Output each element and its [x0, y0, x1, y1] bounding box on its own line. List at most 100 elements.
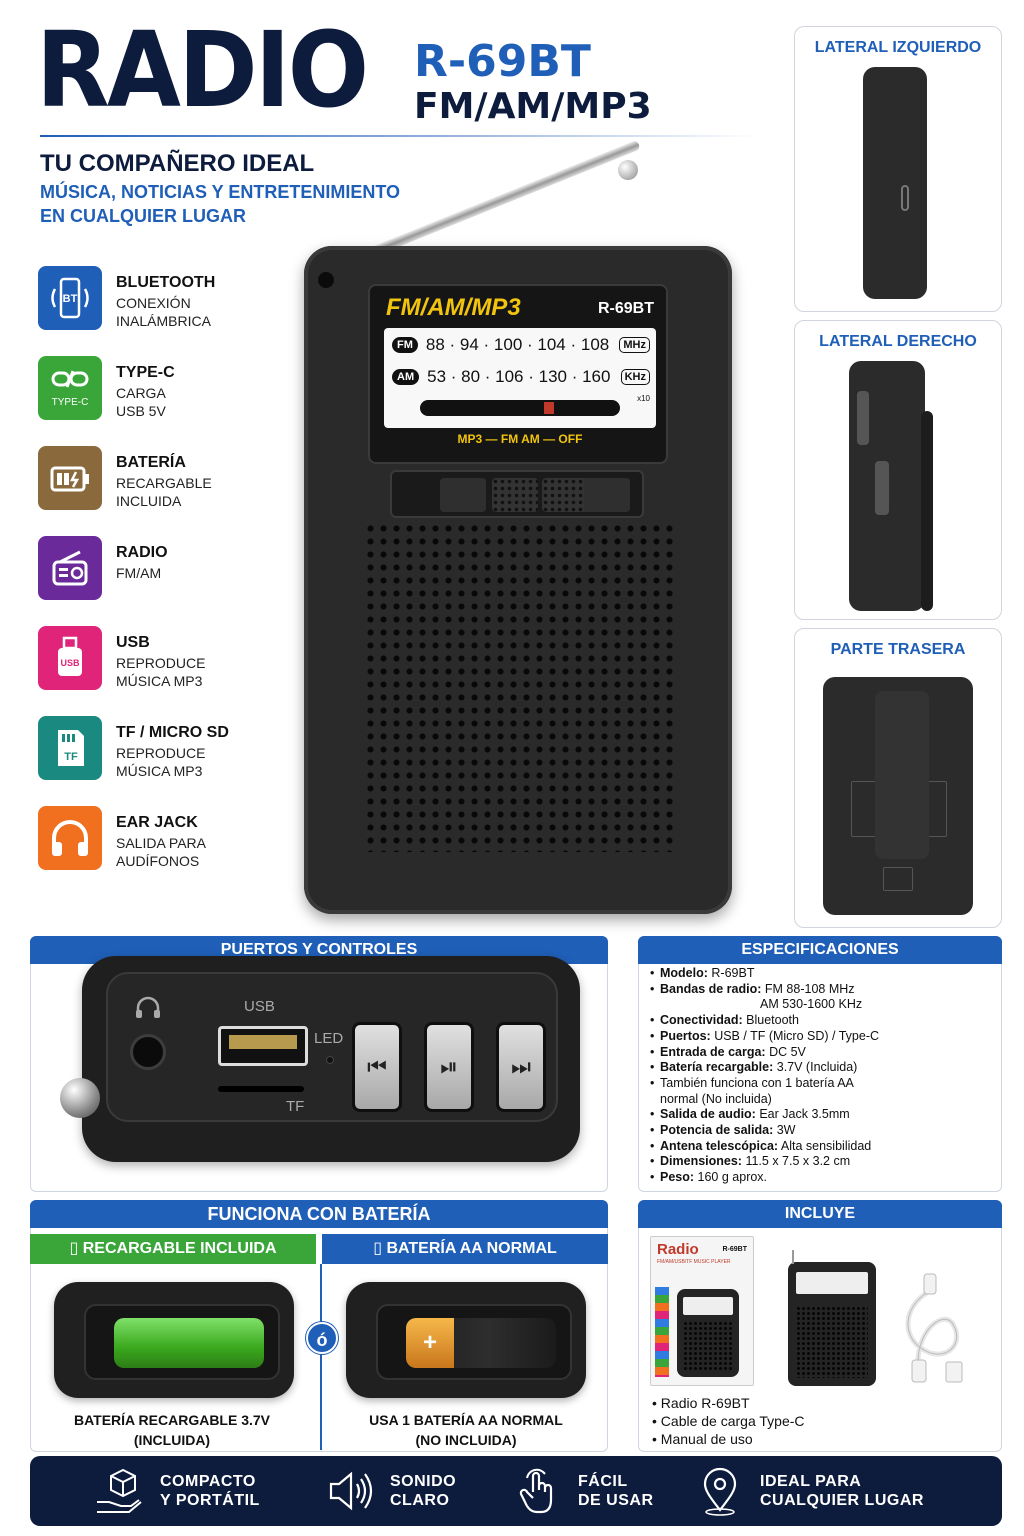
- play-pause-button[interactable]: ⏯: [424, 1022, 474, 1112]
- box-subtitle: FM/AM/USB/TF MUSIC PLAYER: [657, 1259, 731, 1265]
- subtagline: MÚSICA, NOTICIAS Y ENTRETENIMIENTO EN CU…: [40, 180, 420, 228]
- tuner-needle: [544, 402, 554, 414]
- previous-button[interactable]: ⏮: [352, 1022, 402, 1112]
- antenna-tip: [618, 160, 638, 180]
- type-c-cable-icon: [905, 1273, 963, 1383]
- touch-hand-icon: [512, 1465, 564, 1517]
- rechargeable-battery-device: [54, 1282, 294, 1398]
- am-multiplier: x10: [637, 394, 650, 403]
- switch-knob[interactable]: [492, 478, 538, 512]
- spec-row: Peso: 160 g aprox.: [650, 1170, 990, 1186]
- switch-cap-left: [440, 478, 486, 512]
- ports-inner: USB TF LED ⏮ ⏯ ⏭: [106, 972, 558, 1122]
- usb-icon: USB: [38, 626, 102, 690]
- feature-radio: RADIO FM/AM: [38, 536, 298, 602]
- rechargeable-tab: ▯ RECARGABLE INCLUIDA: [30, 1234, 316, 1264]
- spec-row: Bandas de radio: FM 88-108 MHz: [650, 982, 990, 998]
- battery-bay: +: [376, 1304, 572, 1380]
- retail-box: Radio R-69BT FM/AM/USB/TF MUSIC PLAYER: [650, 1236, 754, 1386]
- mini-speaker: [796, 1306, 868, 1378]
- spec-row: Dimensiones: 11.5 x 7.5 x 3.2 cm: [650, 1154, 990, 1170]
- fm-unit: MHz: [619, 337, 650, 353]
- tagline: TU COMPAÑERO IDEAL: [40, 150, 315, 177]
- aa-tab-label: BATERÍA AA NORMAL: [386, 1240, 557, 1257]
- display-model: R-69BT: [597, 300, 654, 317]
- view-left-side: LATERAL IZQUIERDO: [794, 26, 1002, 312]
- aa-battery-tab: ▯ BATERÍA AA NORMAL: [322, 1234, 608, 1264]
- sd-card-icon-text: TF: [64, 751, 78, 763]
- sd-card-icon: TF: [38, 716, 102, 780]
- play-pause-icon: ⏯: [440, 1054, 458, 1079]
- next-button[interactable]: ⏭: [496, 1022, 546, 1112]
- display-brand: FM/AM/MP3: [386, 294, 521, 321]
- feature-desc-line: FM/AM: [116, 565, 162, 581]
- feature-title: EAR JACK: [116, 814, 198, 831]
- feature-ear-jack: EAR JACK SALIDA PARA AUDÍFONOS: [38, 806, 298, 872]
- bluetooth-icon: BT: [38, 266, 102, 330]
- battery-door: [883, 867, 913, 891]
- subtagline-line-2: EN CUALQUIER LUGAR: [40, 206, 246, 226]
- spec-row-continued: normal (No incluida): [660, 1091, 772, 1106]
- tuner-display: FM/AM/MP3 R-69BT FM 88 · 94 · 100 · 104 …: [368, 284, 668, 464]
- feature-desc-line: AUDÍFONOS: [116, 853, 200, 869]
- tf-label: TF: [286, 1098, 305, 1115]
- switch-grip: [542, 478, 588, 512]
- usb-label: USB: [244, 998, 275, 1015]
- previous-icon: ⏮: [367, 1054, 387, 1079]
- box-title: Radio: [657, 1241, 699, 1258]
- ear-jack[interactable]: [130, 1034, 166, 1070]
- tf-slot[interactable]: [218, 1086, 304, 1092]
- feature-desc-line: INCLUIDA: [116, 493, 182, 509]
- left-side-body: [863, 67, 927, 299]
- feature-title: USB: [116, 634, 150, 651]
- headphones-icon: [136, 996, 160, 1018]
- feature-desc: FM/AM: [116, 564, 296, 582]
- specs-heading: ESPECIFICACIONES: [638, 936, 1002, 964]
- fm-scale: 88 · 94 · 100 · 104 · 108: [425, 335, 610, 354]
- mini-speaker: [683, 1321, 733, 1371]
- caption-line: (INCLUIDA): [133, 1432, 211, 1448]
- battery-heading: FUNCIONA CON BATERÍA: [30, 1200, 608, 1228]
- radio-front-view: FM/AM/MP3 R-69BT FM 88 · 94 · 100 · 104 …: [304, 246, 732, 914]
- title-divider: [40, 135, 760, 137]
- usb-tongue: [229, 1035, 297, 1049]
- feature-desc-line: SALIDA PARA: [116, 835, 207, 851]
- view-label: PARTE TRASERA: [830, 641, 966, 658]
- battery-icon: ▯: [373, 1240, 382, 1257]
- rechargeable-cell: [114, 1318, 264, 1368]
- box-model: R-69BT: [722, 1246, 747, 1253]
- spec-row: Puertos: USB / TF (Micro SD) / Type-C: [650, 1029, 990, 1045]
- battery-divider: [320, 1264, 322, 1450]
- spec-row-continued: AM 530-1600 KHz: [760, 997, 863, 1012]
- bluetooth-icon-text: BT: [63, 293, 78, 305]
- type-c-icon-text: TYPE-C: [52, 397, 89, 408]
- feature-desc-line: MÚSICA MP3: [116, 673, 203, 689]
- volume-wheel[interactable]: [875, 461, 889, 515]
- tuning-wheel[interactable]: [857, 391, 869, 445]
- frequency-scale: FM 88 · 94 · 100 · 104 · 108 MHz AM 53 ·…: [384, 328, 656, 428]
- caption-line: BATERÍA RECARGABLE 3.7V: [73, 1412, 271, 1428]
- next-icon: ⏭: [511, 1054, 531, 1079]
- usb-port[interactable]: [218, 1026, 308, 1066]
- feature-desc-line: INALÁMBRICA: [116, 313, 211, 329]
- view-right-side: LATERAL DERECHO: [794, 320, 1002, 620]
- list-item: Radio R-69BT: [652, 1394, 805, 1412]
- mode-switch[interactable]: [390, 470, 644, 518]
- spec-row: Entrada de carga: DC 5V: [650, 1045, 990, 1061]
- am-tag: AM: [392, 369, 420, 385]
- type-c-port: [901, 185, 909, 211]
- back-body: [823, 677, 973, 915]
- am-scale: 53 · 80 · 106 · 130 · 160: [427, 367, 611, 386]
- battery-bay: [84, 1304, 280, 1380]
- caption-line: (NO INCLUIDA): [415, 1432, 517, 1448]
- spec-row: Antena telescópica: Alta sensibilidad: [650, 1139, 990, 1155]
